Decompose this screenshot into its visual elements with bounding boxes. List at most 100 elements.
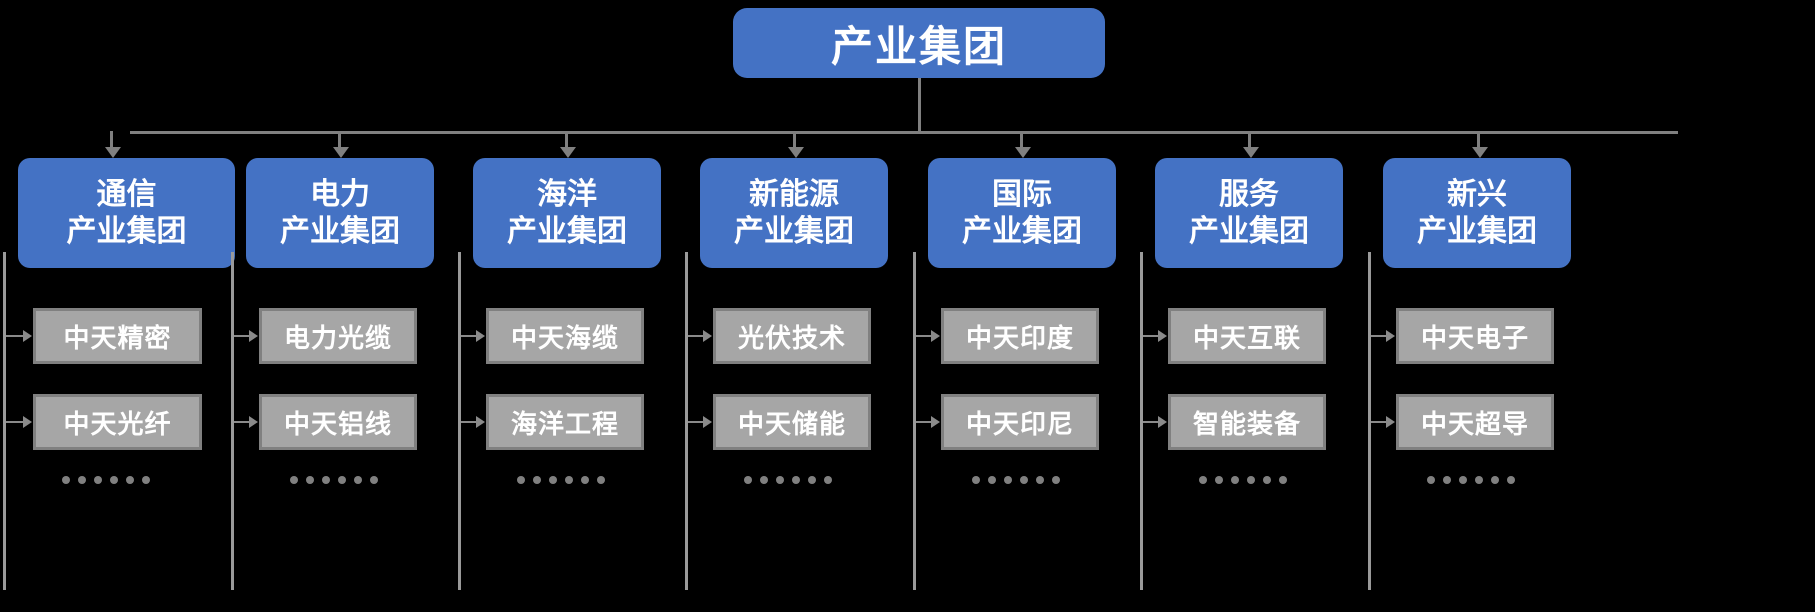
- division-drop-line: [565, 131, 568, 149]
- division-node-label-primary: 服务: [1219, 177, 1279, 211]
- division-drop-line: [110, 131, 113, 149]
- child-node-label: 中天互联: [1192, 322, 1301, 353]
- column-spine: [913, 252, 916, 590]
- ellipsis-dot: [126, 476, 134, 484]
- ellipsis-dot: [972, 476, 980, 484]
- child-node-label: 中天精密: [63, 322, 172, 353]
- ellipsis-dot: [792, 476, 800, 484]
- division-node-3[interactable]: 海洋产业集团: [473, 158, 661, 268]
- root-node-chanye-jituan[interactable]: 产业集团: [733, 8, 1105, 78]
- child-node-label: 中天铝线: [283, 408, 392, 439]
- division-node-label-primary: 新兴: [1447, 177, 1507, 211]
- child-connector-line: [688, 335, 704, 337]
- ellipsis-dot: [1459, 476, 1467, 484]
- child-node-3-2[interactable]: 海洋工程: [486, 394, 644, 450]
- column-spine: [458, 252, 461, 590]
- child-connector-line: [461, 421, 477, 423]
- child-node-7-1[interactable]: 中天电子: [1396, 308, 1554, 364]
- ellipsis-dot: [581, 476, 589, 484]
- child-node-5-2[interactable]: 中天印尼: [941, 394, 1099, 450]
- column-spine: [1368, 252, 1371, 590]
- ellipsis-dot: [1475, 476, 1483, 484]
- ellipsis-dot: [808, 476, 816, 484]
- ellipsis-dot: [1263, 476, 1271, 484]
- ellipsis-dot: [1279, 476, 1287, 484]
- division-node-label-secondary: 产业集团: [507, 215, 627, 248]
- child-node-6-2[interactable]: 智能装备: [1168, 394, 1326, 450]
- division-node-label-secondary: 产业集团: [1189, 215, 1309, 248]
- child-node-1-1[interactable]: 中天精密: [33, 308, 202, 364]
- ellipsis-dot: [1491, 476, 1499, 484]
- ellipsis-dot: [1247, 476, 1255, 484]
- ellipsis-dot: [78, 476, 86, 484]
- child-node-3-1[interactable]: 中天海缆: [486, 308, 644, 364]
- child-arrow-icon: [23, 330, 32, 342]
- division-drop-line: [1020, 131, 1023, 149]
- child-arrow-icon: [249, 416, 258, 428]
- child-node-label: 光伏技术: [737, 322, 846, 353]
- child-arrow-icon: [1158, 416, 1167, 428]
- division-node-label-secondary: 产业集团: [280, 215, 400, 248]
- column-spine: [685, 252, 688, 590]
- child-connector-line: [6, 421, 24, 423]
- child-node-7-2[interactable]: 中天超导: [1396, 394, 1554, 450]
- ellipsis-dot: [517, 476, 525, 484]
- division-node-4[interactable]: 新能源产业集团: [700, 158, 888, 268]
- child-node-4-2[interactable]: 中天储能: [713, 394, 871, 450]
- column-ellipsis: [517, 476, 605, 484]
- ellipsis-dot: [565, 476, 573, 484]
- child-arrow-icon: [23, 416, 32, 428]
- division-arrow-icon: [788, 147, 804, 158]
- division-node-label-primary: 海洋: [537, 177, 597, 211]
- child-connector-line: [6, 335, 24, 337]
- child-node-label: 中天印尼: [965, 408, 1074, 439]
- division-node-label-secondary: 产业集团: [734, 215, 854, 248]
- division-node-label-secondary: 产业集团: [962, 215, 1082, 248]
- division-node-7[interactable]: 新兴产业集团: [1383, 158, 1571, 268]
- ellipsis-dot: [1004, 476, 1012, 484]
- division-arrow-icon: [333, 147, 349, 158]
- column-ellipsis: [1199, 476, 1287, 484]
- child-node-label: 智能装备: [1192, 408, 1301, 439]
- child-node-label: 中天超导: [1420, 408, 1529, 439]
- child-node-6-1[interactable]: 中天互联: [1168, 308, 1326, 364]
- ellipsis-dot: [1199, 476, 1207, 484]
- division-node-5[interactable]: 国际产业集团: [928, 158, 1116, 268]
- child-arrow-icon: [931, 330, 940, 342]
- ellipsis-dot: [62, 476, 70, 484]
- column-spine: [231, 252, 234, 590]
- child-node-2-2[interactable]: 中天铝线: [259, 394, 417, 450]
- child-node-4-1[interactable]: 光伏技术: [713, 308, 871, 364]
- division-node-6[interactable]: 服务产业集团: [1155, 158, 1343, 268]
- child-node-2-1[interactable]: 电力光缆: [259, 308, 417, 364]
- ellipsis-dot: [744, 476, 752, 484]
- division-node-label-primary: 国际: [992, 177, 1052, 211]
- child-connector-line: [1143, 421, 1159, 423]
- ellipsis-dot: [338, 476, 346, 484]
- child-connector-line: [1371, 421, 1387, 423]
- ellipsis-dot: [549, 476, 557, 484]
- ellipsis-dot: [1443, 476, 1451, 484]
- division-arrow-icon: [560, 147, 576, 158]
- division-node-1[interactable]: 通信产业集团: [18, 158, 235, 268]
- division-connector-bus: [130, 131, 1678, 134]
- child-arrow-icon: [931, 416, 940, 428]
- child-connector-line: [1143, 335, 1159, 337]
- ellipsis-dot: [1231, 476, 1239, 484]
- child-node-1-2[interactable]: 中天光纤: [33, 394, 202, 450]
- ellipsis-dot: [354, 476, 362, 484]
- division-node-2[interactable]: 电力产业集团: [246, 158, 434, 268]
- ellipsis-dot: [290, 476, 298, 484]
- column-spine: [3, 252, 6, 590]
- ellipsis-dot: [1036, 476, 1044, 484]
- child-node-5-1[interactable]: 中天印度: [941, 308, 1099, 364]
- division-drop-line: [338, 131, 341, 149]
- ellipsis-dot: [142, 476, 150, 484]
- child-arrow-icon: [703, 330, 712, 342]
- ellipsis-dot: [776, 476, 784, 484]
- child-arrow-icon: [1386, 330, 1395, 342]
- column-ellipsis: [62, 476, 150, 484]
- ellipsis-dot: [1507, 476, 1515, 484]
- division-drop-line: [793, 131, 796, 149]
- child-arrow-icon: [476, 416, 485, 428]
